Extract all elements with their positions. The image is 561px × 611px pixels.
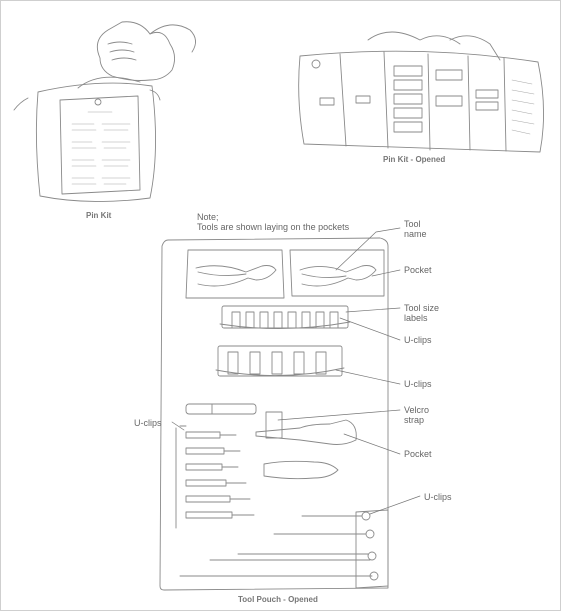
note-line-2: Tools are shown laying on the pockets — [197, 222, 350, 232]
tool-pouch-drawing — [159, 237, 389, 591]
callout-u-clips-1: U-clips — [404, 335, 432, 345]
callout-leaders — [171, 227, 421, 515]
callout-u-clips-bottom: U-clips — [424, 492, 452, 502]
caption-pin-kit-opened: Pin Kit - Opened — [383, 155, 446, 164]
caption-tool-pouch-opened: Tool Pouch - Opened — [238, 595, 318, 604]
figure-note: Note; Tools are shown laying on the pock… — [197, 212, 349, 232]
pin-kit-drawing — [13, 21, 196, 203]
callout-tool-size-labels: Tool size labels — [404, 303, 440, 323]
pin-kit-opened-drawing — [298, 31, 544, 153]
callout-u-clips-left: U-clips — [134, 418, 162, 428]
note-line-1: Note; — [197, 212, 219, 222]
callout-velcro-strap: Velcro strap — [404, 405, 430, 425]
callout-tool-name: Tool name — [404, 219, 427, 239]
callout-u-clips-2: U-clips — [404, 379, 432, 389]
callout-pocket-top: Pocket — [404, 265, 432, 275]
callout-pocket-mid: Pocket — [404, 449, 432, 459]
caption-pin-kit: Pin Kit — [86, 211, 112, 220]
